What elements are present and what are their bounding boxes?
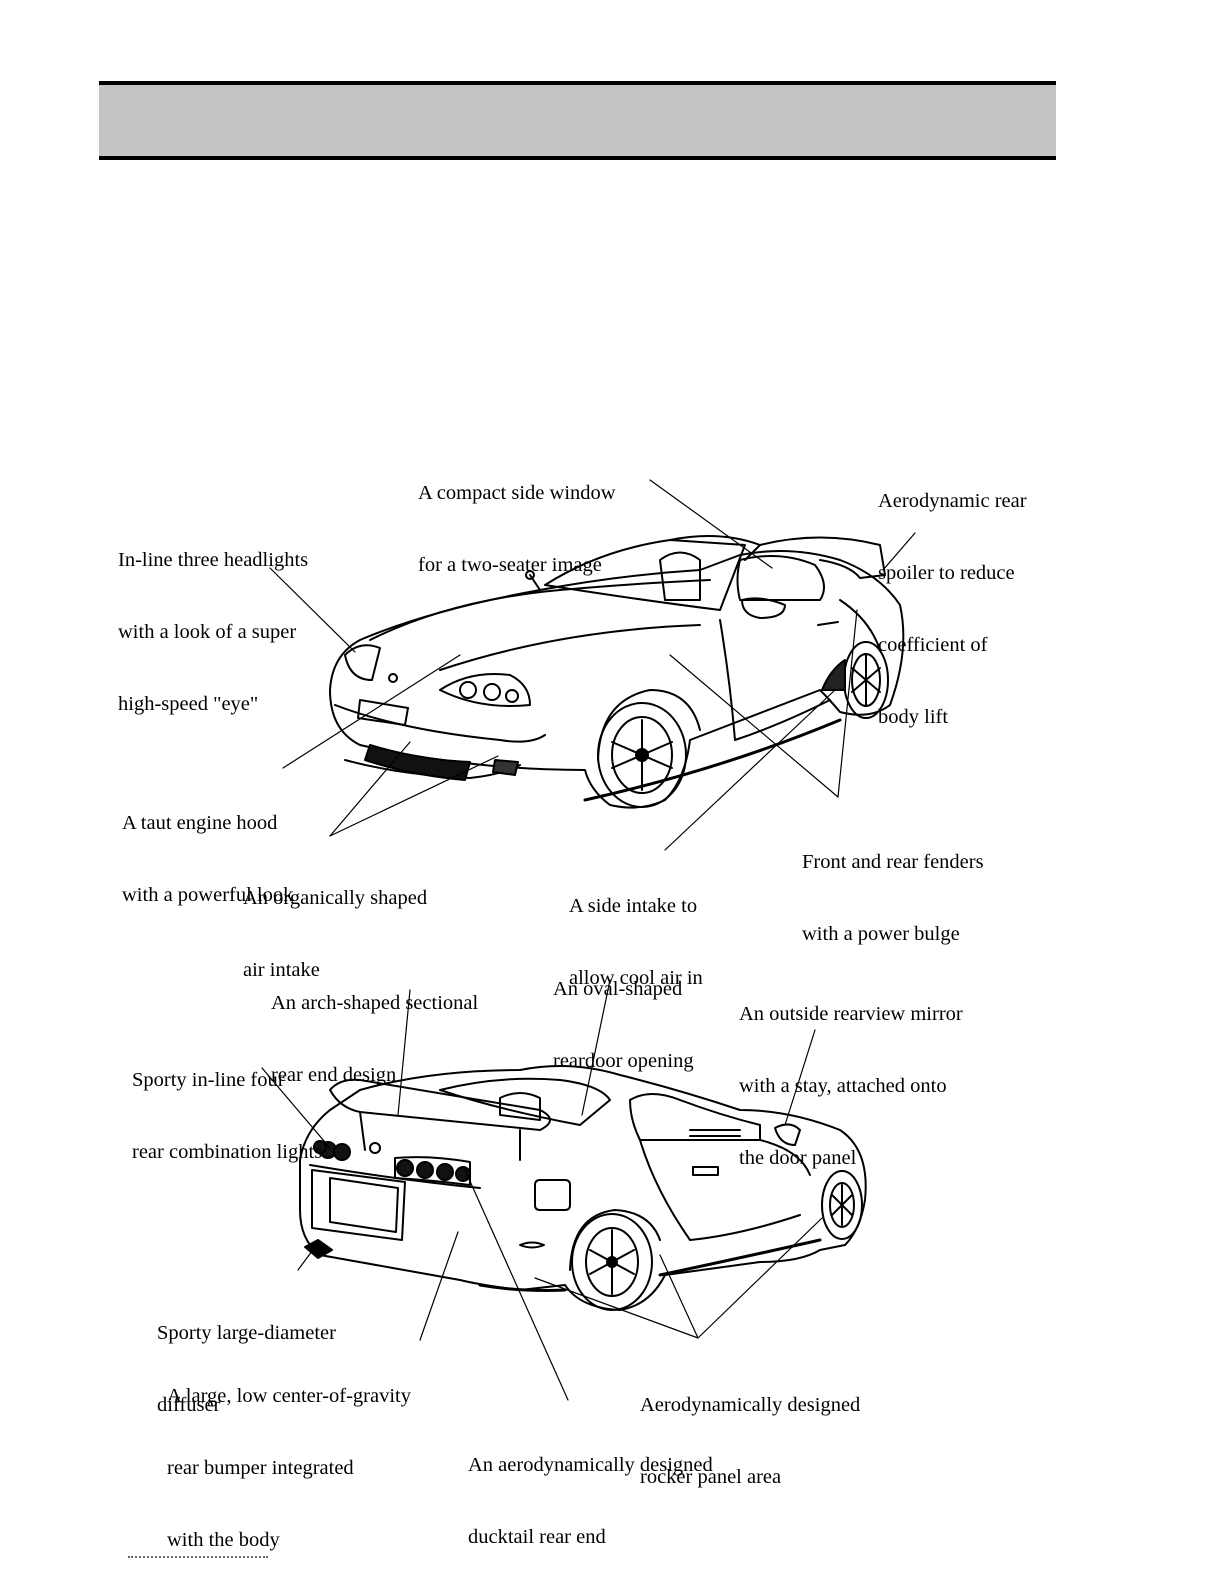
rear-car-illustration [299,1065,867,1311]
label-engine-hood: A taut engine hood with a powerful look [122,812,294,906]
label-side-intake: A side intake to allow cool air in [569,895,703,989]
label-rocker-panel: Aerodynamically designed rocker panel ar… [640,1394,861,1488]
rear-leader-lines [261,979,823,1401]
label-ducktail: An aerodynamically designed ducktail rea… [468,1454,713,1548]
label-rear-end-design: An arch-shaped sectional rear end design [271,992,479,1086]
label-diffuser: Sporty large-diameter diffuser [157,1322,336,1416]
label-combination-lights: Sporty in-line four rear combination lig… [132,1069,323,1163]
footer-rule [128,1556,268,1558]
front-car-illustration [329,535,905,809]
front-leader-lines [269,479,916,851]
label-rear-spoiler: Aerodynamic rear spoiler to reduce coeff… [878,490,1027,728]
label-side-window: A compact side window for a two-seater i… [418,482,616,576]
label-air-intake: An organically shaped air intake [243,887,428,981]
label-rearview-mirror: An outside rearview mirror with a stay, … [739,1003,963,1169]
label-rear-bumper: A large, low center-of-gravity rear bump… [167,1385,411,1551]
label-fenders: Front and rear fenders with a power bulg… [802,851,984,945]
label-reardoor-opening: An oval-shaped reardoor opening [553,978,694,1072]
section-header-band [99,81,1056,160]
label-headlights: In-line three headlights with a look of … [118,549,309,715]
